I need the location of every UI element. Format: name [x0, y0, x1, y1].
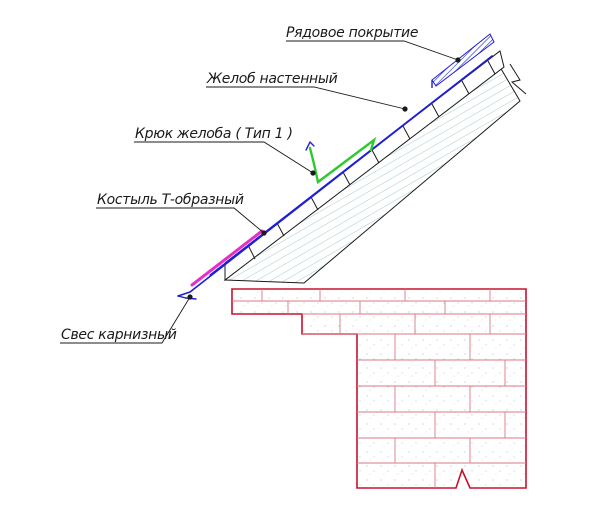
brick-courses [232, 289, 526, 488]
leader-kostyl [96, 207, 265, 234]
wall-gutter-sheet [209, 72, 471, 276]
leader-ryadovoe [286, 40, 459, 61]
leader-dots [187, 57, 461, 300]
brick-wall [231, 288, 527, 489]
gutter-hook-end [305, 140, 315, 151]
rafter-body [223, 66, 521, 284]
row-covering [431, 33, 495, 88]
break-line [509, 63, 527, 95]
metal-sheets [177, 55, 493, 300]
gutter-hook [308, 136, 377, 185]
label-kryuk: Крюк желоба ( Тип 1 ) [135, 126, 293, 142]
label-ryadovoe: Рядовое покрытие [286, 25, 418, 41]
eave-drip [177, 295, 197, 300]
brick-wall-outline [231, 288, 527, 489]
label-kostyl: Костыль Т-образный [97, 192, 244, 208]
batten-joints [247, 60, 496, 260]
label-zhelob: Желоб настенный [206, 71, 338, 87]
t-bracket [190, 229, 264, 287]
label-svesk: Свес карнизный [61, 327, 177, 343]
labels: Рядовое покрытие Желоб настенный Крюк же… [61, 25, 418, 343]
leader-svesk [60, 296, 191, 344]
leaders [60, 40, 459, 344]
leader-zhelob [206, 86, 406, 110]
leader-kryuk [134, 141, 314, 174]
